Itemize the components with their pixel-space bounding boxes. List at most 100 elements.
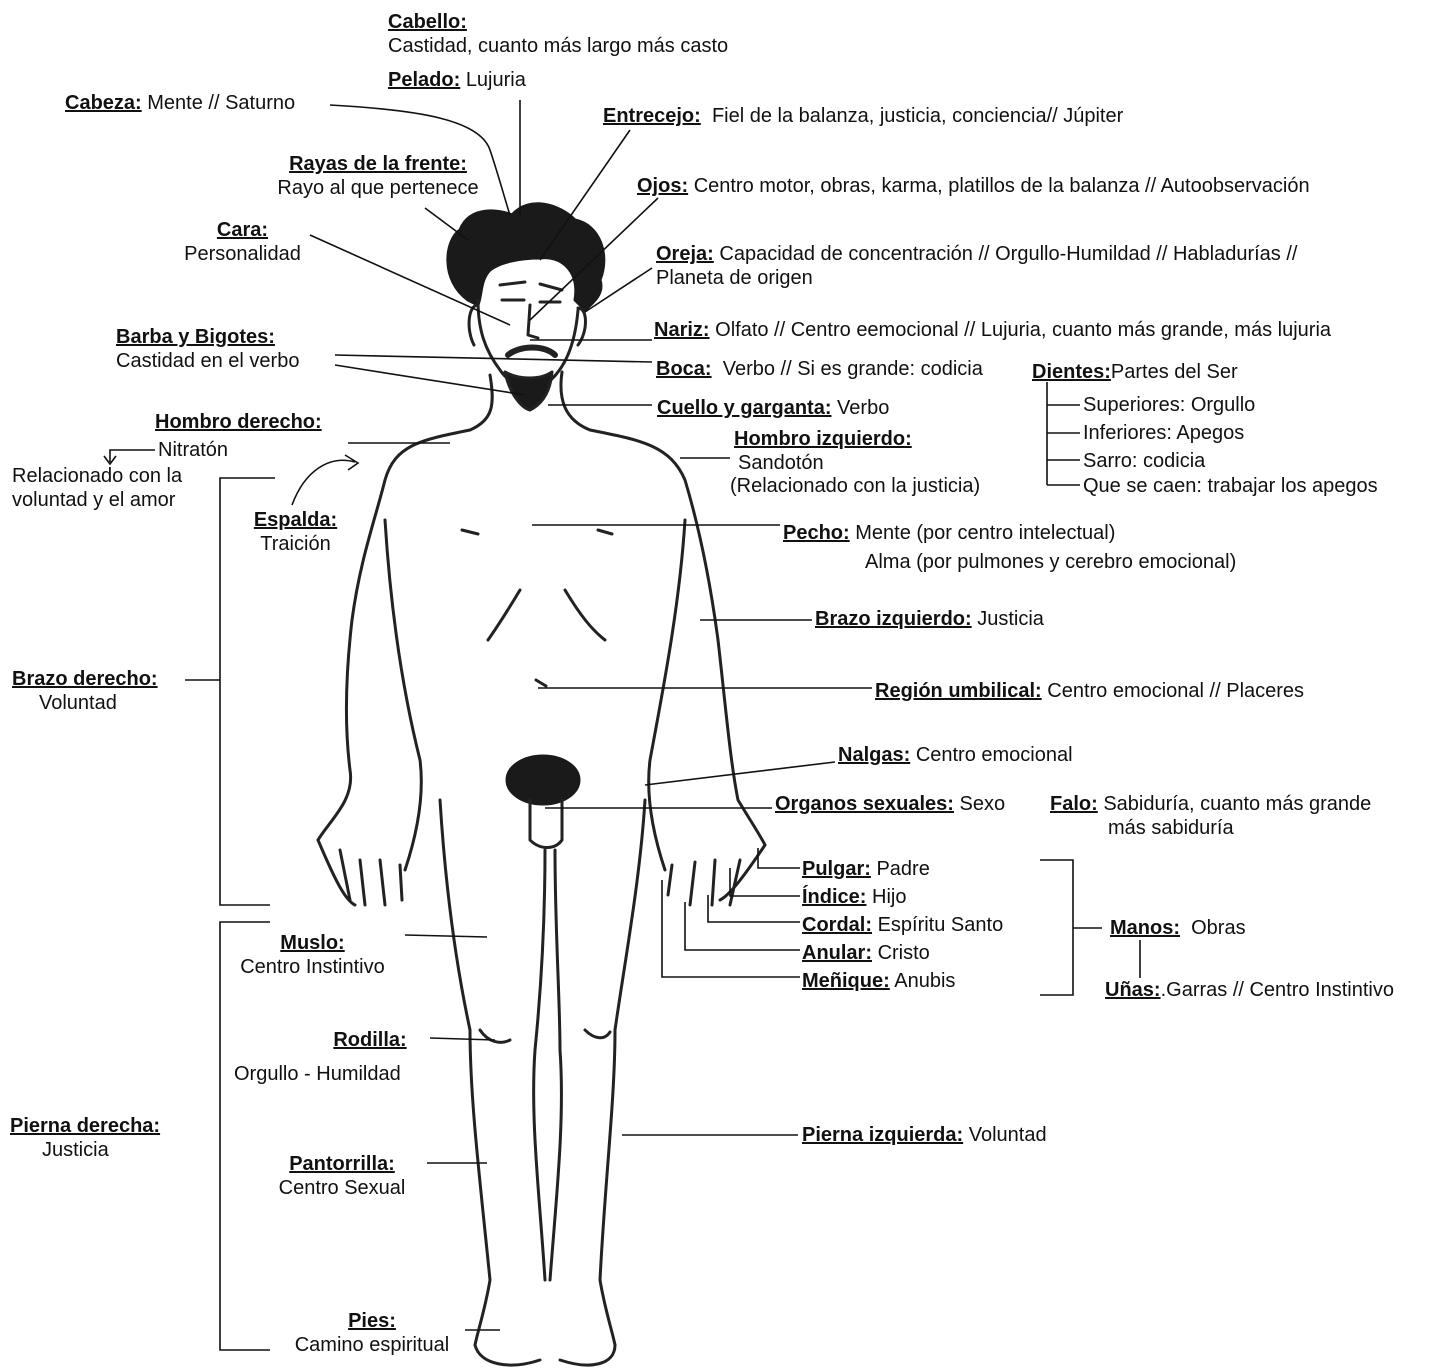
right-eyebrow <box>540 284 562 290</box>
label-pecho: Pecho: Mente (por centro intelectual) <box>783 521 1115 545</box>
oreja-title: Oreja: <box>656 243 714 265</box>
indice-title: Índice: <box>802 886 866 908</box>
label-barba: Barba y Bigotes: Castidad en el verbo <box>116 325 299 373</box>
hombro-izq-desc2: (Relacionado con la justicia) <box>730 474 980 498</box>
rodilla-title: Rodilla: <box>333 1029 406 1051</box>
hombro-der-title: Hombro derecho: <box>155 411 322 433</box>
chest-right <box>598 530 612 534</box>
navel <box>536 680 546 686</box>
left-leg-inner <box>550 850 561 1280</box>
umbilical-desc: Centro emocional // Placeres <box>1047 680 1304 702</box>
left-eyebrow <box>500 282 525 285</box>
right-leg-outer <box>440 800 490 1345</box>
indice-desc: Hijo <box>872 886 906 908</box>
label-hombro-der: Hombro derecho: <box>155 410 322 434</box>
label-manos: Manos: Obras <box>1110 916 1246 940</box>
label-cabello: Cabello: Castidad, cuanto más largo más … <box>388 10 728 58</box>
umbilical-title: Región umbilical: <box>875 680 1042 702</box>
nalgas-title: Nalgas: <box>838 744 910 766</box>
label-pelado: Pelado: Lujuria <box>388 68 526 92</box>
espalda-title: Espalda: <box>254 509 337 531</box>
chest-left <box>462 530 478 534</box>
label-pulgar: Pulgar: Padre <box>802 857 930 881</box>
anular-desc: Cristo <box>878 942 930 964</box>
label-espalda: Espalda: Traición <box>248 508 343 556</box>
label-pantorrilla: Pantorrilla: Centro Sexual <box>262 1152 422 1200</box>
brazo-izq-title: Brazo izquierdo: <box>815 608 972 630</box>
cabeza-desc: Mente // Saturno <box>147 92 295 114</box>
pecho-desc2: Alma (por pulmones y cerebro emocional) <box>865 550 1236 574</box>
espalda-desc: Traición <box>260 533 330 555</box>
label-cordal: Cordal: Espíritu Santo <box>802 913 1003 937</box>
unas-title: Uñas: <box>1105 979 1161 1001</box>
entrecejo-title: Entrecejo: <box>603 105 701 127</box>
ojos-desc: Centro motor, obras, karma, platillos de… <box>694 175 1310 197</box>
falo-desc: Sabiduría, cuanto más grande <box>1103 793 1371 815</box>
barba-title: Barba y Bigotes: <box>116 326 275 348</box>
label-pierna-izq: Pierna izquierda: Voluntad <box>802 1123 1047 1147</box>
cara-title: Cara: <box>217 219 268 241</box>
label-cuello: Cuello y garganta: Verbo <box>657 396 889 420</box>
moustache <box>508 348 555 356</box>
line-dientes <box>1047 382 1080 485</box>
unas-desc: .Garras // Centro Instintivo <box>1161 979 1394 1001</box>
pies-desc: Camino espiritual <box>295 1334 450 1356</box>
arrow-espalda <box>292 455 358 505</box>
oreja-desc: Capacidad de concentración // Orgullo-Hu… <box>719 243 1297 265</box>
muslo-title: Muslo: <box>280 932 344 954</box>
brazo-der-desc: Voluntad <box>39 692 117 714</box>
dientes-item-sarro: Sarro: codicia <box>1083 449 1205 473</box>
pubic-hair <box>507 756 579 804</box>
pierna-izq-title: Pierna izquierda: <box>802 1124 963 1146</box>
pecho-desc: Mente (por centro intelectual) <box>855 522 1115 544</box>
left-knee <box>585 1030 610 1038</box>
pantorrilla-desc: Centro Sexual <box>279 1177 406 1199</box>
nose <box>528 305 538 338</box>
right-foot <box>475 1345 540 1365</box>
label-anular: Anular: Cristo <box>802 941 930 965</box>
left-arm-inner <box>649 520 685 870</box>
pelado-desc: Lujuria <box>466 69 526 91</box>
dientes-title: Dientes: <box>1032 361 1111 383</box>
dientes-item-inferiores: Inferiores: Apegos <box>1083 421 1244 445</box>
hombro-der-desc: Nitratón <box>158 438 228 462</box>
hombro-der-note-2: voluntad y el amor <box>12 489 175 511</box>
right-arm-inner <box>385 520 421 870</box>
cabello-desc: Castidad, cuanto más largo más casto <box>388 35 728 57</box>
line-anular <box>685 902 800 950</box>
boca-title: Boca: <box>656 358 712 380</box>
ribs-right <box>565 590 605 640</box>
label-nariz: Nariz: Olfato // Centro eemocional // Lu… <box>654 318 1331 342</box>
oreja-desc2: Planeta de origen <box>656 267 813 289</box>
label-rodilla: Rodilla: <box>230 1028 430 1052</box>
label-dientes: Dientes:Partes del Ser <box>1032 360 1238 384</box>
right-leg-inner <box>534 850 545 1280</box>
label-brazo-izq: Brazo izquierdo: Justicia <box>815 607 1044 631</box>
pierna-izq-desc: Voluntad <box>969 1124 1047 1146</box>
line-indice <box>730 868 800 896</box>
menique-title: Meñique: <box>802 970 890 992</box>
label-cabeza: Cabeza: Mente // Saturno <box>65 91 295 115</box>
cuello-title: Cuello y garganta: <box>657 397 831 419</box>
pierna-der-desc: Justicia <box>42 1139 109 1161</box>
nariz-desc: Olfato // Centro eemocional // Lujuria, … <box>715 319 1331 341</box>
barba-desc: Castidad en el verbo <box>116 350 299 372</box>
line-nalgas <box>645 762 835 785</box>
brazo-der-title: Brazo derecho: <box>12 668 158 690</box>
cara-desc: Personalidad <box>184 243 301 265</box>
neck-right <box>561 372 590 430</box>
genitals <box>530 800 562 848</box>
organos-title: Organos sexuales: <box>775 793 954 815</box>
cordal-title: Cordal: <box>802 914 872 936</box>
line-rodilla <box>430 1038 495 1040</box>
label-organos: Organos sexuales: Sexo <box>775 792 1005 816</box>
dientes-item-superiores: Superiores: Orgullo <box>1083 393 1255 417</box>
cordal-desc: Espíritu Santo <box>878 914 1004 936</box>
brazo-izq-desc: Justicia <box>977 608 1044 630</box>
dientes-item-caen: Que se caen: trabajar los apegos <box>1083 474 1378 498</box>
cabeza-title: Cabeza: <box>65 92 142 114</box>
label-unas: Uñas:.Garras // Centro Instintivo <box>1105 978 1394 1002</box>
label-entrecejo: Entrecejo: Fiel de la balanza, justicia,… <box>603 104 1123 128</box>
organos-desc: Sexo <box>960 793 1006 815</box>
nariz-title: Nariz: <box>654 319 710 341</box>
